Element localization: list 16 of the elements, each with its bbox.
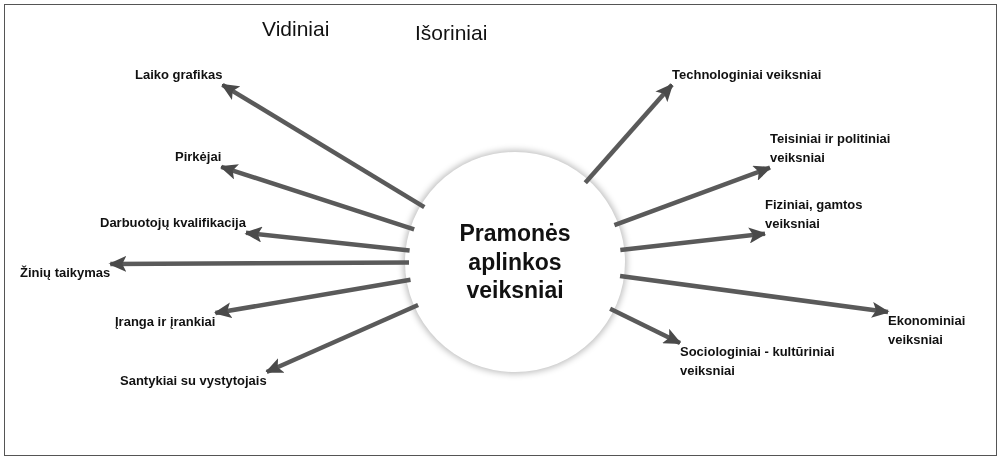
section-heading: Išoriniai [415,22,488,43]
arrow [220,82,426,210]
arrow [264,302,419,375]
arrow [213,277,411,319]
arrow [583,83,674,185]
arrow [620,227,767,253]
arrow [219,164,415,232]
factor-label: Įranga ir įrankiai [115,313,216,332]
arrow [619,273,890,318]
arrow [243,226,410,253]
factor-label: Santykiai su vystytojais [120,372,267,391]
arrow [609,306,682,345]
arrow [613,165,772,228]
arrow [108,255,409,272]
section-heading: Vidiniai [262,18,330,39]
factor-label: Žinių taikymas [20,264,111,283]
